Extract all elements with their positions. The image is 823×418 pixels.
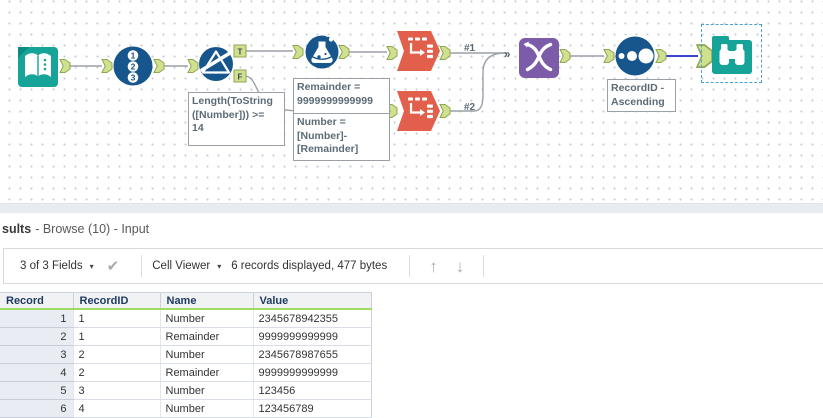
cell[interactable]: 2345678987655 [252, 345, 372, 364]
cell[interactable]: 9999999999999 [252, 327, 372, 346]
table-row: 2 1 Remainder 9999999999999 [0, 327, 372, 346]
cell[interactable]: 3 [0, 345, 73, 364]
results-subtitle: - Browse (10) - Input [35, 222, 150, 236]
table-row: 1 1 Number 2345678942355 [0, 309, 372, 328]
cell[interactable]: 2 [72, 363, 160, 382]
header-row: Record RecordID Name Value [0, 292, 372, 310]
field-selector-dropdown[interactable]: 3 of 3 Fields ▾ [20, 260, 94, 272]
cell[interactable]: Number [159, 309, 253, 328]
connection-label-1: #1 [464, 43, 476, 54]
false-anchor-label: F [238, 73, 243, 82]
results-title: sults [2, 222, 32, 236]
table-row: 3 2 Number 2345678987655 [0, 345, 372, 364]
svg-text:1: 1 [131, 51, 136, 61]
cell[interactable]: Number [159, 381, 253, 400]
output-anchor[interactable] [655, 49, 667, 63]
select-records-tool-1[interactable] [397, 31, 440, 71]
cell[interactable]: 3 [72, 381, 160, 400]
column-header-name[interactable]: Name [159, 292, 253, 310]
input-anchor[interactable] [386, 46, 398, 60]
panel-splitter[interactable] [0, 203, 823, 213]
false-anchor[interactable] [233, 69, 247, 83]
input-anchor[interactable] [603, 49, 615, 63]
input-anchor[interactable] [292, 45, 304, 59]
sort-annotation[interactable]: RecordID - Ascending [607, 79, 676, 112]
toolbar-separator [409, 255, 411, 277]
table-row: 4 2 Remainder 9999999999999 [0, 363, 372, 382]
output-anchor[interactable] [338, 45, 350, 59]
multi-connection-icon: » [504, 49, 510, 61]
numbered-circles-icon: 1 2 3 [127, 50, 139, 83]
apply-checkmark-icon[interactable]: ✔ [106, 258, 120, 275]
filter-tool[interactable] [199, 47, 233, 81]
output-anchor[interactable] [439, 46, 451, 60]
true-anchor[interactable] [233, 44, 247, 58]
cell[interactable]: 9999999999999 [252, 363, 372, 382]
results-table: Record RecordID Name Value 1 1 Number 23… [0, 292, 372, 418]
cell[interactable]: Number [159, 345, 253, 364]
record-list-icon [408, 97, 433, 119]
dots-ascending-icon [618, 48, 654, 64]
cell[interactable]: Remainder [159, 363, 253, 382]
cell[interactable]: 4 [0, 363, 73, 382]
results-title-bar: sults- Browse (10) - Input [0, 213, 823, 248]
cell[interactable]: 2 [72, 345, 160, 364]
table-row: 6 4 Number 123456789 [0, 399, 372, 418]
binoculars-icon [719, 44, 745, 65]
chevron-down-icon: ▾ [217, 261, 222, 271]
cell[interactable]: 1 [72, 327, 160, 346]
chevron-down-icon: ▾ [89, 261, 94, 271]
cell[interactable]: 4 [72, 399, 160, 418]
browse-tool[interactable] [712, 36, 752, 74]
formula-annotation-number[interactable]: Number = [Number]- [Remainder] [293, 113, 390, 161]
true-anchor-label: T [238, 48, 243, 57]
formula-tool[interactable] [305, 34, 339, 69]
svg-text:2: 2 [131, 62, 136, 72]
results-toolbar: 3 of 3 Fields ▾ ✔ Cell Viewer ▾ 6 record… [3, 248, 823, 284]
output-anchor[interactable] [59, 59, 71, 73]
cell[interactable]: 2345678942355 [252, 309, 372, 328]
toolbar-separator [141, 255, 143, 277]
filter-annotation[interactable]: Length(ToString ([Number])) >= 14 [188, 92, 285, 146]
input-anchor[interactable] [187, 59, 199, 73]
svg-text:3: 3 [131, 73, 136, 83]
funnel-icon [200, 50, 232, 74]
scroll-up-button[interactable]: ↑ [429, 256, 438, 276]
cell[interactable]: 1 [72, 309, 160, 328]
cell[interactable]: 123456 [252, 381, 372, 400]
input-anchor[interactable] [101, 59, 113, 73]
column-header-record[interactable]: Record [0, 292, 73, 310]
cell[interactable]: Remainder [159, 327, 253, 346]
workflow-canvas[interactable]: » T F [0, 0, 823, 203]
formula-annotation-remainder[interactable]: Remainder = 9999999999999 [293, 78, 390, 115]
record-list-icon [408, 37, 433, 59]
cell[interactable]: 2 [0, 327, 73, 346]
input-data-tool[interactable] [18, 47, 58, 87]
connection-label-2: #2 [464, 102, 476, 113]
flask-icon [311, 34, 334, 63]
output-anchor[interactable] [439, 104, 451, 118]
record-summary: 6 records displayed, 477 bytes [231, 260, 388, 272]
cell[interactable]: 6 [0, 399, 73, 418]
folded-corner [18, 47, 29, 58]
column-header-value[interactable]: Value [252, 292, 372, 310]
column-header-recordid[interactable]: RecordID [72, 292, 160, 310]
output-anchor[interactable] [153, 59, 165, 73]
toolbar-separator [483, 255, 485, 277]
record-id-tool[interactable]: 1 2 3 [113, 46, 153, 86]
cell-viewer-dropdown[interactable]: Cell Viewer ▾ [152, 260, 222, 272]
cell[interactable]: Number [159, 399, 253, 418]
cell[interactable]: 123456789 [252, 399, 372, 418]
dna-merge-icon [523, 41, 553, 72]
cell[interactable]: 5 [0, 381, 73, 400]
scroll-down-button[interactable]: ↓ [455, 256, 465, 276]
select-records-tool-2[interactable] [397, 91, 440, 131]
cell[interactable]: 1 [0, 309, 73, 328]
union-tool[interactable] [519, 38, 559, 78]
selection-box [701, 24, 762, 83]
sort-tool[interactable] [615, 36, 655, 76]
output-anchor[interactable] [559, 49, 571, 63]
connection-select2-union[interactable] [450, 52, 507, 112]
table-row: 5 3 Number 123456 [0, 381, 372, 400]
